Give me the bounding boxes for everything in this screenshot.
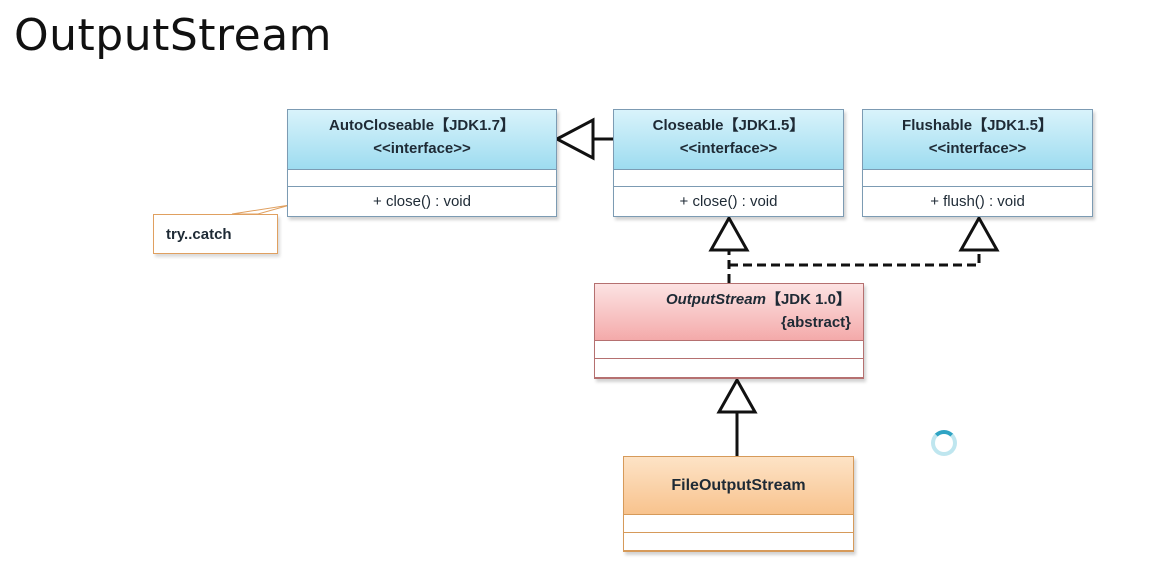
autocloseable-header: AutoCloseable【JDK1.7】 <<interface>> — [288, 110, 556, 170]
outputstream-to-flushable-line — [729, 250, 981, 267]
outputstream-header: OutputStream【JDK 1.0】 {abstract} — [595, 284, 863, 341]
flushable-operation: + flush() : void — [930, 193, 1025, 210]
flushable-class: Flushable【JDK1.5】 <<interface>> + flush(… — [862, 109, 1093, 217]
closeable-class: Closeable【JDK1.5】 <<interface>> + close(… — [613, 109, 844, 217]
closeable-version: 【JDK1.5】 — [723, 117, 805, 134]
try-catch-note: try..catch — [153, 214, 278, 254]
autocloseable-version: 【JDK1.7】 — [434, 117, 515, 134]
closeable-attributes — [614, 170, 843, 187]
fileoutputstream-name: FileOutputStream — [624, 457, 853, 515]
outputstream-class: OutputStream【JDK 1.0】 {abstract} — [594, 283, 864, 379]
autocloseable-class: AutoCloseable【JDK1.7】 <<interface>> + cl… — [287, 109, 557, 217]
generalization-arrow-autocloseable — [553, 117, 595, 161]
fileoutputstream-attributes — [624, 515, 853, 533]
page-title: OutputStream — [14, 10, 333, 61]
outputstream-version: 【JDK 1.0】 — [765, 291, 851, 308]
flushable-stereotype: <<interface>> — [928, 140, 1027, 157]
generalization-arrow-outputstream — [716, 376, 758, 414]
fileoutputstream-class: FileOutputStream — [623, 456, 854, 552]
outputstream-name: OutputStream — [665, 291, 766, 308]
realization-arrow-flushable — [958, 214, 1000, 252]
flushable-attributes — [863, 170, 1092, 187]
outputstream-attributes — [595, 341, 863, 359]
flushable-version: 【JDK1.5】 — [972, 117, 1053, 134]
closeable-header: Closeable【JDK1.5】 <<interface>> — [614, 110, 843, 170]
loading-spinner-icon — [931, 430, 957, 456]
outputstream-operations — [595, 359, 863, 378]
autocloseable-attributes — [288, 170, 556, 187]
realization-arrow-closeable — [708, 214, 750, 252]
closeable-name: Closeable — [652, 117, 724, 134]
note-pointer — [231, 204, 291, 215]
fileoutputstream-operations — [624, 533, 853, 551]
closeable-operation: + close() : void — [679, 193, 778, 210]
flushable-name: Flushable — [902, 117, 973, 134]
closeable-stereotype: <<interface>> — [679, 140, 778, 157]
autocloseable-stereotype: <<interface>> — [373, 140, 471, 157]
outputstream-stereotype: {abstract} — [780, 314, 851, 331]
autocloseable-operation: + close() : void — [373, 193, 471, 210]
autocloseable-name: AutoCloseable — [329, 117, 435, 134]
flushable-header: Flushable【JDK1.5】 <<interface>> — [863, 110, 1092, 170]
